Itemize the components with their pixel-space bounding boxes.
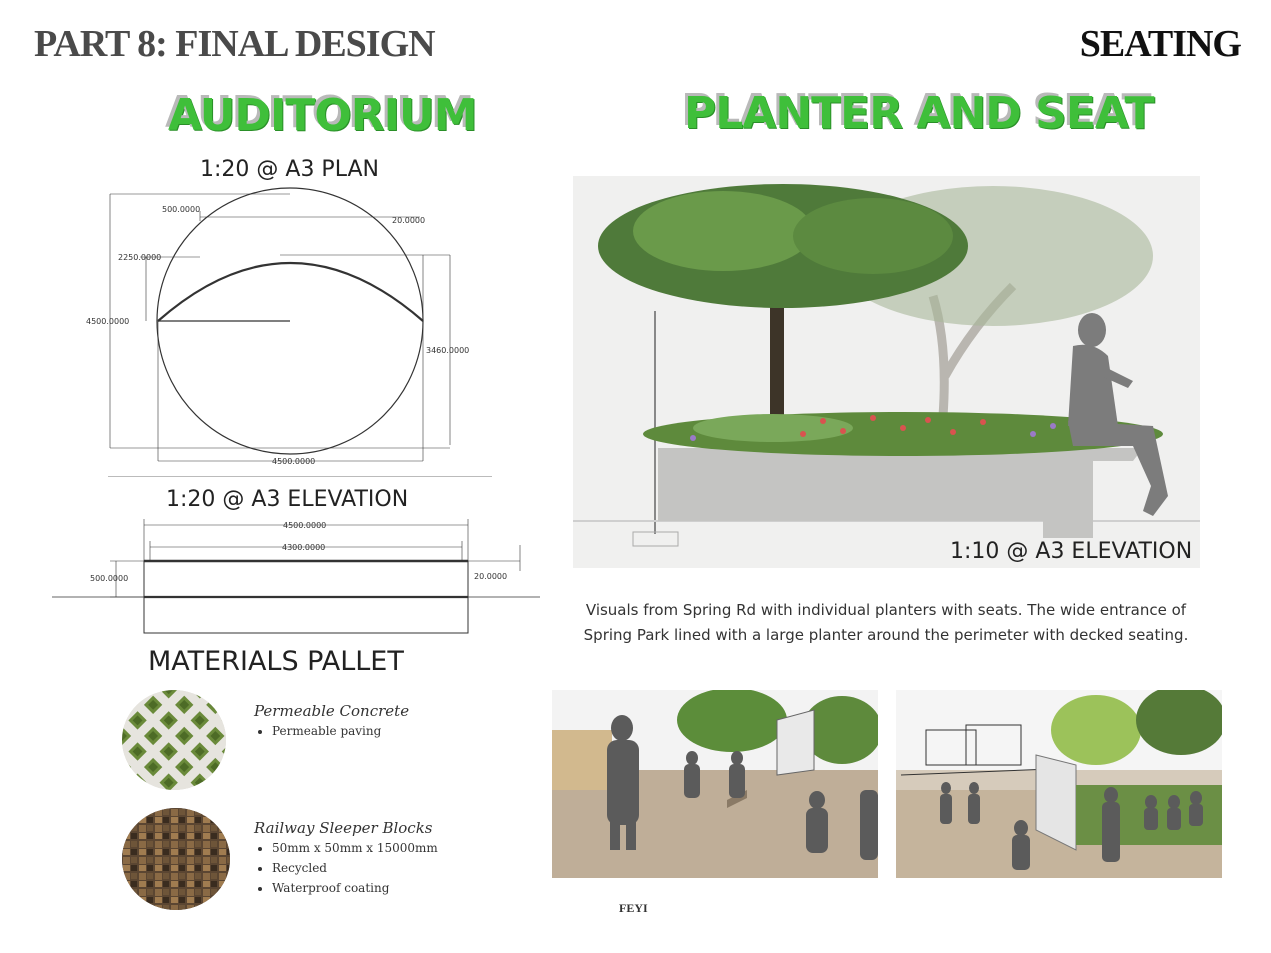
material-name: Permeable Concrete (254, 702, 410, 720)
plan-dim-500: 500.0000 (162, 205, 200, 214)
elev-dim-20: 20.0000 (474, 572, 507, 581)
spring-rd-visual-2 (896, 690, 1222, 878)
material-bullet: Waterproof coating (272, 881, 438, 895)
planter-elevation-scale-label: 1:10 @ A3 ELEVATION (950, 539, 1193, 564)
auditorium-title: AUDITORIUM (168, 90, 478, 141)
main-tree (598, 184, 968, 426)
seated-person-silhouette (1068, 313, 1168, 516)
planter-caption: Visuals from Spring Rd with individual p… (560, 598, 1212, 648)
plan-dim-3460: 3460.0000 (426, 346, 469, 355)
materials-title: MATERIALS PALLET (148, 646, 404, 677)
railway-sleeper-swatch (122, 808, 230, 910)
elev-dim-4500: 4500.0000 (283, 521, 326, 530)
caption-line-1: Visuals from Spring Rd with individual p… (585, 601, 1187, 619)
page-section-title: PART 8: FINAL DESIGN (34, 23, 436, 65)
author-credit: FEYI (619, 901, 648, 915)
elev-dim-500: 500.0000 (90, 574, 128, 583)
page-topic-title: SEATING (1079, 23, 1242, 65)
material-bullet: Recycled (272, 861, 438, 875)
spring-rd-visual-1 (552, 690, 878, 878)
material-bullet: 50mm x 50mm x 15000mm (272, 841, 438, 855)
material-item-railway-sleeper: Railway Sleeper Blocks 50mm x 50mm x 150… (254, 819, 438, 901)
planter-box (658, 448, 1143, 538)
material-name: Railway Sleeper Blocks (254, 819, 433, 837)
material-item-permeable-concrete: Permeable Concrete Permeable paving (254, 702, 409, 744)
plan-dim-2250: 2250.0000 (118, 253, 161, 262)
plan-dim-4500-bottom: 4500.0000 (272, 457, 315, 466)
material-bullet: Permeable paving (272, 724, 409, 738)
plan-scale-label: 1:20 @ A3 PLAN (200, 157, 379, 182)
caption-line-2: Spring Park lined with a large planter a… (583, 626, 1189, 644)
plan-divider (108, 476, 492, 477)
plan-seat-arc (157, 261, 424, 322)
elevation-scale-label: 1:20 @ A3 ELEVATION (166, 487, 409, 512)
permeable-concrete-swatch (122, 690, 226, 790)
auditorium-plan-drawing: 500.0000 20.0000 2250.0000 4500.0000 346… (86, 187, 469, 466)
planter-elevation-render (573, 176, 1200, 568)
elev-dim-4300: 4300.0000 (282, 543, 325, 552)
planter-seat-title: PLANTER AND SEAT (684, 88, 1155, 139)
plan-dim-20: 20.0000 (392, 216, 425, 225)
auditorium-elevation-drawing: 4500.0000 4300.0000 500.0000 20.0000 (52, 519, 540, 634)
plan-dim-4500-left: 4500.0000 (86, 317, 129, 326)
